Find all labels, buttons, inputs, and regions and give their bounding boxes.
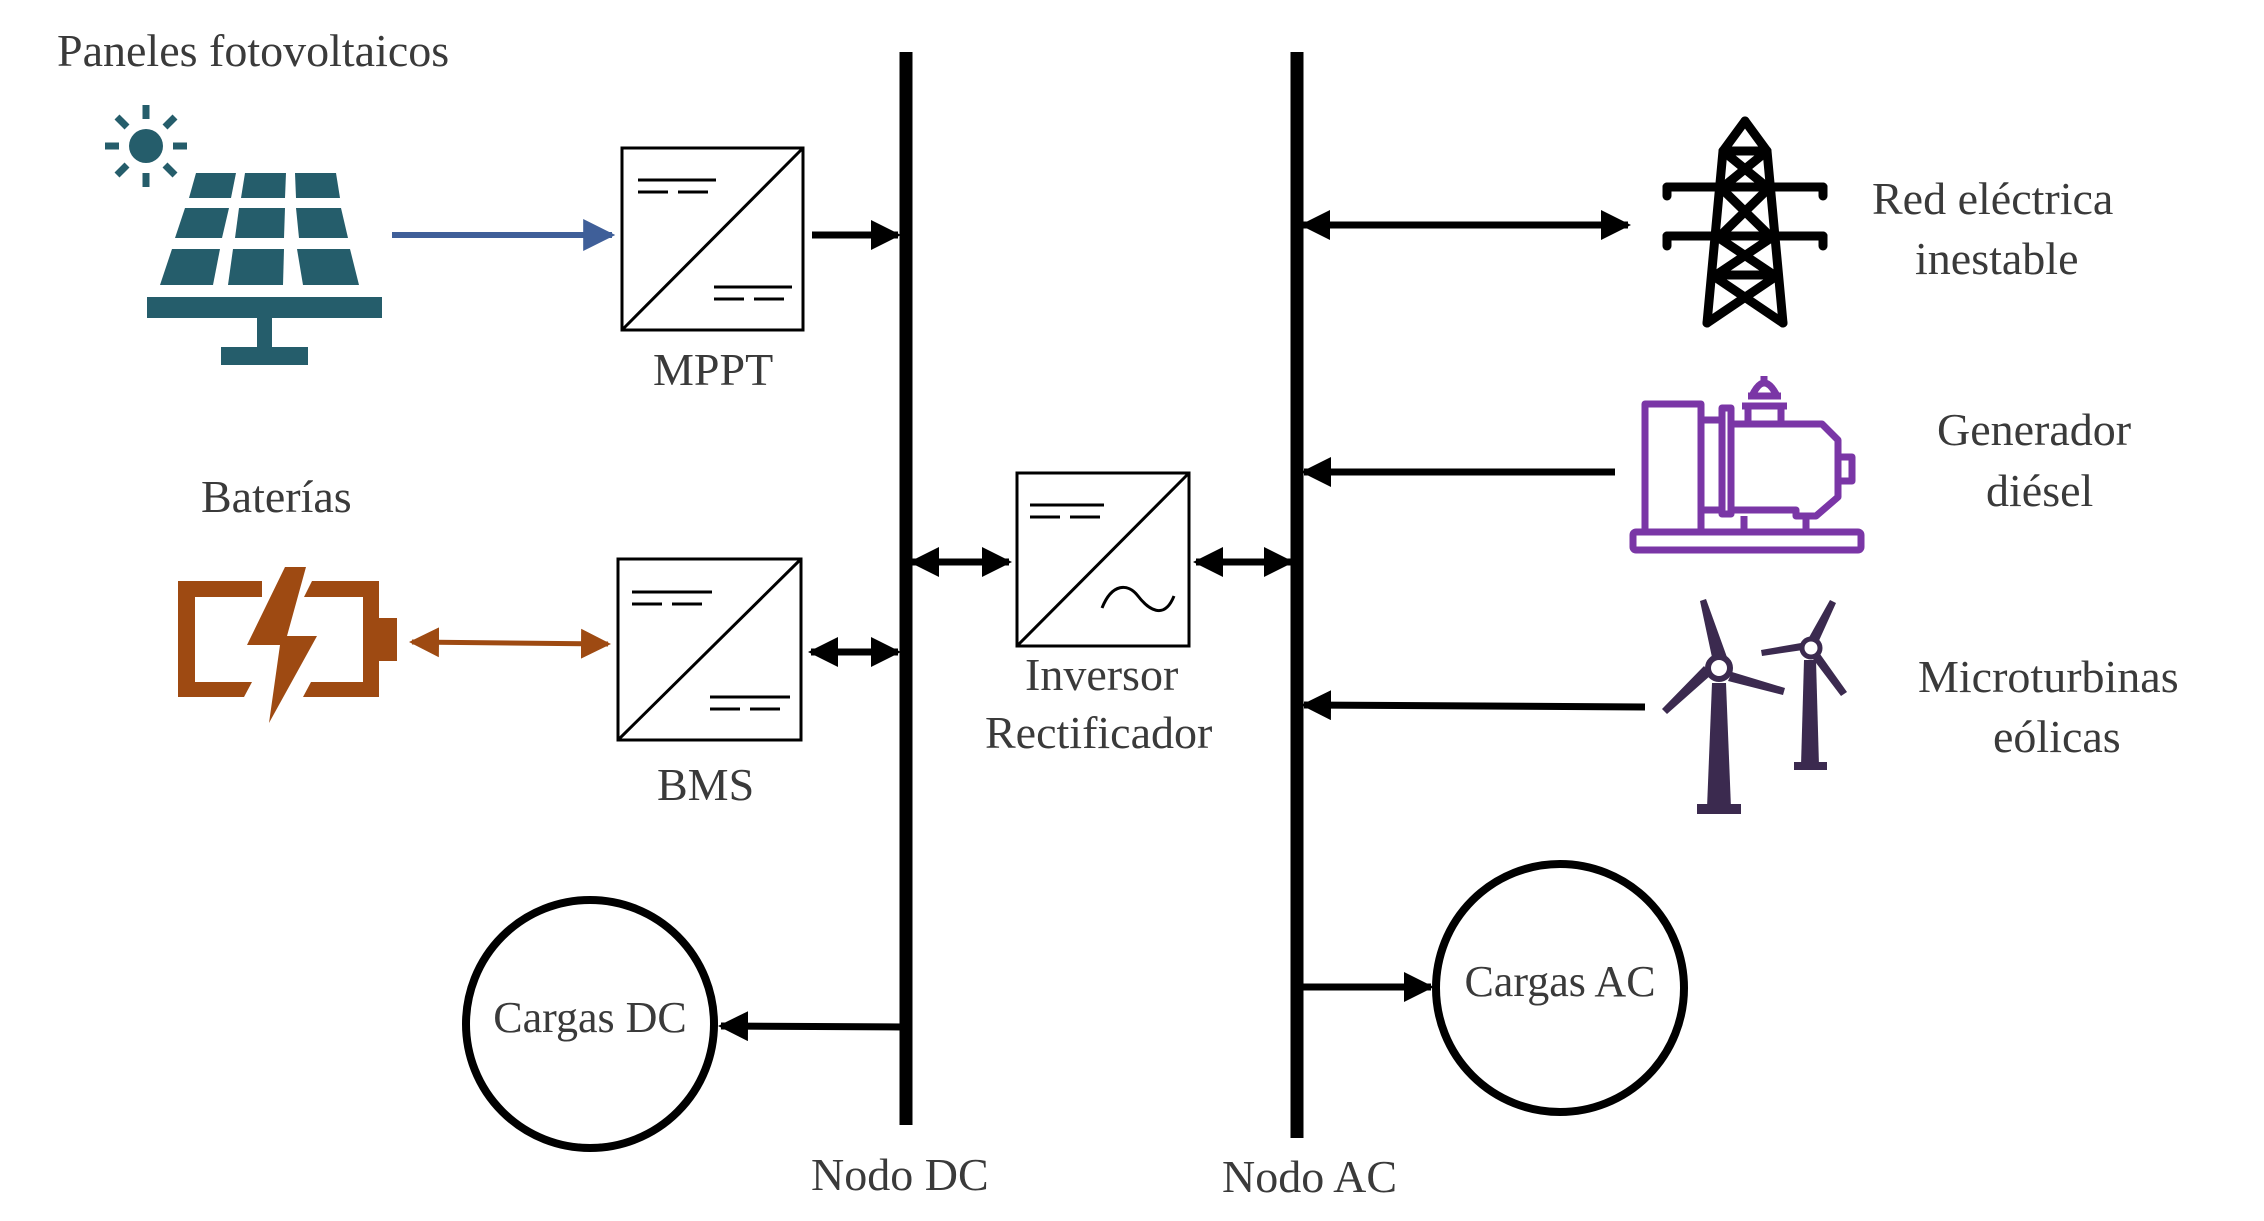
inverter-rectifier	[1015, 471, 1191, 648]
sun-icon	[105, 105, 187, 187]
label-paneles: Paneles fotovoltaicos	[57, 25, 449, 76]
label-mppt: MPPT	[653, 344, 773, 395]
label-baterias: Baterías	[201, 471, 352, 522]
diesel-generator-icon	[1629, 376, 1865, 554]
solar-panel-icon	[147, 173, 382, 365]
transmission-tower-icon	[1662, 116, 1828, 328]
battery-bms-arrow	[409, 627, 611, 659]
mppt-converter	[620, 146, 805, 332]
label-bms: BMS	[657, 759, 754, 810]
ac-load-circle	[1432, 860, 1688, 1116]
label-red-2: inestable	[1915, 233, 2079, 284]
label-nodo-dc: Nodo DC	[811, 1149, 989, 1200]
label-micro-1: Microturbinas	[1918, 651, 2179, 702]
wind-ac-bus-arrow	[1301, 690, 1646, 721]
wind-turbine-icon	[1662, 599, 1847, 814]
label-rectificador: Rectificador	[985, 707, 1212, 758]
label-cargas-dc: Cargas DC	[493, 993, 687, 1042]
label-generador-1: Generador	[1937, 404, 2131, 455]
label-nodo-ac: Nodo AC	[1222, 1151, 1397, 1202]
dc-load-circle	[462, 896, 718, 1152]
bms-converter	[616, 557, 803, 742]
label-cargas-ac: Cargas AC	[1464, 957, 1655, 1006]
label-micro-2: eólicas	[1993, 711, 2121, 762]
label-generador-2: diésel	[1986, 465, 2093, 516]
battery-charging-icon	[178, 567, 397, 723]
label-inversor: Inversor	[1025, 649, 1178, 700]
dc-bus-to-dc-load-arrow	[718, 1011, 904, 1042]
label-red-1: Red eléctrica	[1872, 173, 2113, 224]
